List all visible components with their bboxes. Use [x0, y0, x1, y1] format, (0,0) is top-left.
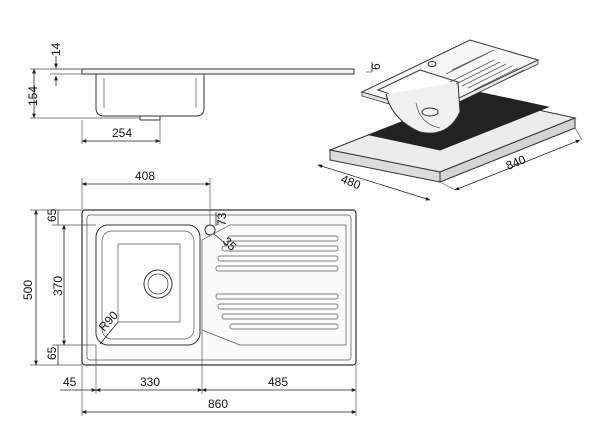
dim-iso-rim: 6: [369, 63, 383, 70]
dim-iso-depth: 480: [339, 172, 363, 193]
dim-side-thickness: 14: [49, 42, 63, 56]
drainer-grooves: [215, 235, 339, 330]
dim-bowl-depth: 370: [51, 276, 65, 296]
dim-side-bowl-width: 254: [112, 126, 132, 140]
dim-overall-depth: 500: [21, 280, 35, 300]
dim-side-height: 154: [26, 86, 40, 106]
dim-bottom-margin: 65: [45, 346, 59, 360]
dim-overall-width: 860: [208, 397, 228, 411]
iso-view: 6 840 480: [317, 39, 583, 201]
side-view: 14 154 254: [26, 42, 355, 144]
top-drain: [143, 269, 173, 299]
dim-tap-position: 73: [215, 212, 229, 226]
dim-bowl-width: 330: [140, 375, 160, 389]
top-view: 408 73 35 R90 500 65 370 65 45 330 485: [21, 169, 357, 416]
dim-left-margin: 45: [63, 375, 77, 389]
side-rim: [81, 68, 355, 75]
dim-top-margin: 65: [45, 208, 59, 222]
side-bowl: [95, 74, 205, 117]
dim-tap-offset: 408: [135, 169, 155, 183]
dim-drainer-width: 485: [268, 375, 288, 389]
